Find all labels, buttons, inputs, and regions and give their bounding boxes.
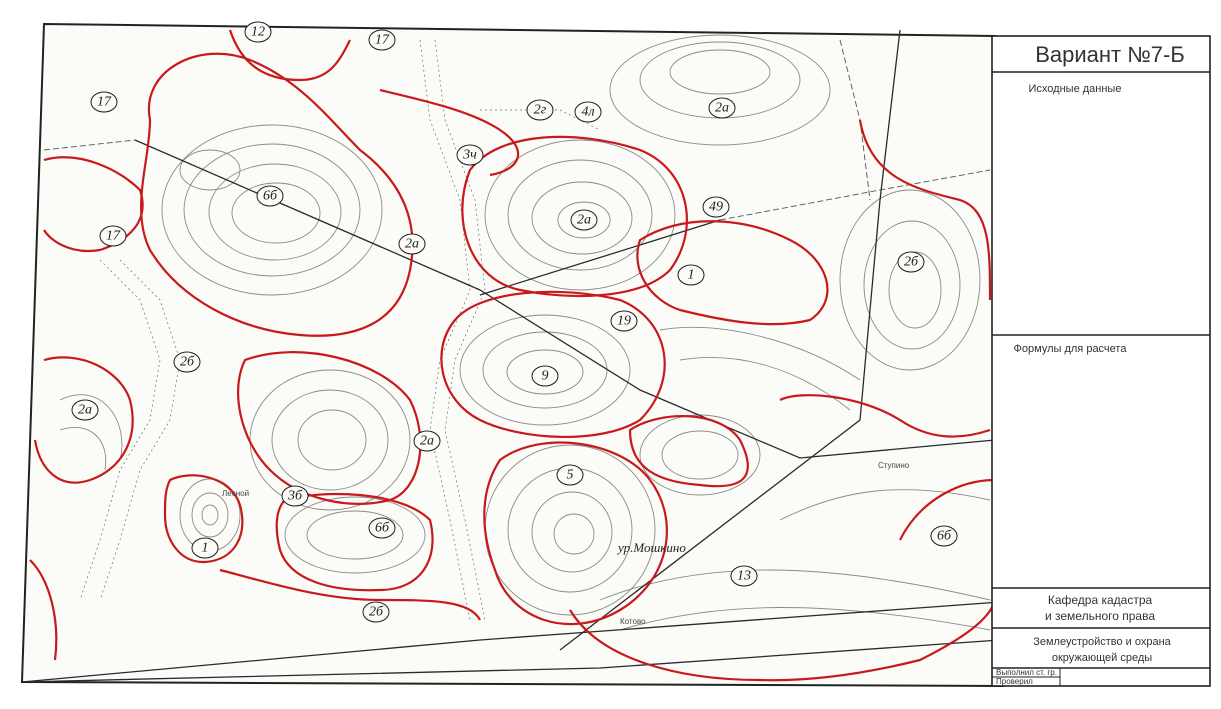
soil-plot-number: 9 — [542, 369, 549, 384]
soil-plot-number: 1 — [202, 541, 209, 556]
soil-plot-number: 2б — [180, 355, 195, 370]
soil-plot-number: 13 — [737, 569, 751, 584]
soil-plot-number: 2б — [904, 255, 919, 270]
soil-plot-number: 12 — [251, 25, 265, 40]
soil-plot-circle — [244, 21, 272, 43]
soil-plot-circle — [362, 601, 390, 623]
soil-plot-circle — [368, 517, 396, 539]
course-line-2: окружающей среды — [1052, 652, 1152, 664]
course-line-1: Землеустройство и охрана — [1033, 636, 1171, 648]
soil-plot-number: 5 — [567, 468, 574, 483]
soil-plot-circle — [610, 310, 638, 332]
soil-plot-number: 3б — [287, 489, 303, 504]
variant-title: Вариант №7-Б — [1035, 42, 1185, 67]
soil-plot-circle — [677, 264, 705, 286]
valley-hatching — [79, 39, 601, 621]
soil-plot-number: 2а — [577, 213, 591, 228]
soil-plot-circle — [570, 209, 598, 231]
soil-plot-number: 2г — [534, 103, 547, 118]
place-name-lesnoy: Лесной — [222, 489, 249, 498]
soil-plot-circle — [930, 525, 958, 547]
soil-plot-number: 2б — [369, 605, 384, 620]
soil-plot-number: 2а — [405, 237, 419, 252]
soil-plot-circle — [531, 365, 559, 387]
soil-plot-number: 17 — [375, 33, 390, 48]
soil-plot-circle — [702, 196, 730, 218]
department-line-1: Кафедра кадастра — [1048, 593, 1153, 607]
soil-plot-number: 2а — [78, 403, 92, 418]
soil-plot-number: 19 — [617, 314, 631, 329]
place-name-kotovo: Котово — [620, 617, 646, 626]
soil-plot-number: 6б — [937, 529, 952, 544]
soil-plot-circle — [556, 464, 584, 486]
checked-by-label: Проверил — [996, 677, 1033, 686]
soil-plot-circle — [574, 101, 602, 123]
soil-plot-circle — [173, 351, 201, 373]
soil-plot-circle — [413, 430, 441, 452]
soil-plot-number: 49 — [709, 200, 723, 215]
soil-plot-number: 1 — [688, 268, 695, 283]
soil-plot-number: 2а — [420, 434, 434, 449]
source-data-heading: Исходные данные — [1029, 83, 1122, 95]
soil-plot-number: 17 — [106, 229, 121, 244]
soil-plot-circle — [90, 91, 118, 113]
soil-plot-circle — [71, 399, 99, 421]
roads — [21, 29, 1001, 683]
soil-plot-circle — [191, 537, 219, 559]
soil-plot-circle — [256, 185, 284, 207]
soil-plot-circle — [99, 225, 127, 247]
soil-plot-number: 17 — [97, 95, 112, 110]
soil-plot-circle — [730, 565, 758, 587]
soil-plot-circle — [398, 233, 426, 255]
performed-by-label: Выполнил ст. гр. — [996, 668, 1057, 677]
soil-plot-circle — [526, 99, 554, 121]
soil-plot-circle — [897, 251, 925, 273]
formulas-heading: Формулы для расчета — [1014, 343, 1128, 355]
soil-plot-number: 4л — [581, 105, 594, 120]
soil-plot-circle — [708, 97, 736, 119]
soil-plot-number: 6б — [375, 521, 390, 536]
soil-plot-number: 2а — [715, 101, 729, 116]
soil-plot-number: 6б — [263, 189, 278, 204]
soil-plot-circle — [456, 144, 484, 166]
soil-plot-number: 3ч — [462, 148, 477, 163]
place-name-moshkino: ур.Мошкино — [616, 540, 686, 555]
soil-plot-circle — [281, 485, 309, 507]
department-line-2: и земельного права — [1045, 609, 1155, 623]
place-name-stupino: Ступино — [878, 461, 910, 470]
soil-boundaries — [29, 29, 997, 682]
soil-plot-labels: 12 17 17 4л 2а 3ч 17 6б 49 2б 2а 2а 1 2б 19 2а 9 2а 3б 5 6б 2… — [71, 21, 958, 623]
soil-plot-circle — [368, 29, 396, 51]
map-frame — [20, 22, 1005, 688]
title-block — [991, 35, 1211, 687]
